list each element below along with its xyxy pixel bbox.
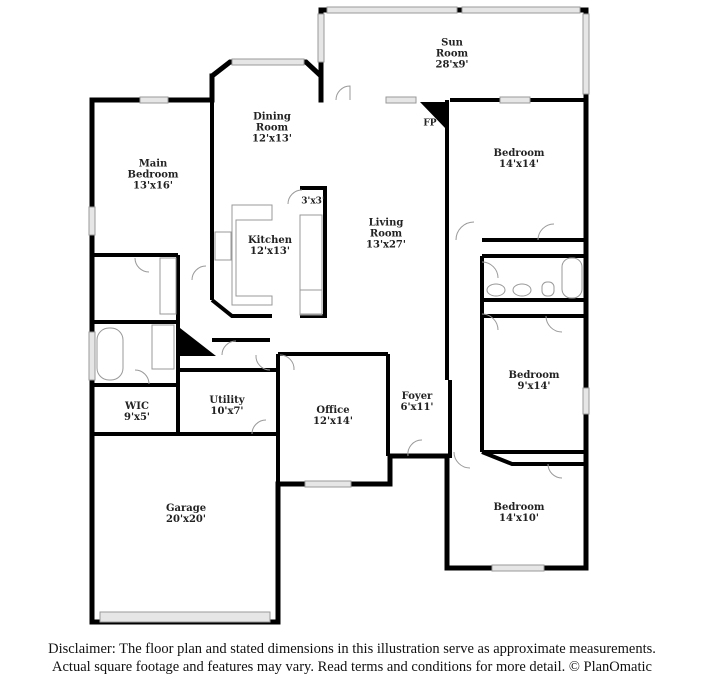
room-name-line: Garage (165, 503, 207, 514)
fireplace-label: FP (423, 119, 436, 130)
room-label-bedroom-3: Bedroom 9'x14' (509, 370, 560, 392)
room-dimensions: 14'x14' (499, 159, 539, 170)
room-dimensions: 6'x11' (400, 402, 434, 413)
room-name-line: Room (369, 228, 403, 240)
room-name-line: Bedroom (508, 370, 560, 381)
room-dimensions: 3'x3' (301, 196, 325, 207)
room-dimensions: 28'x9' (435, 59, 469, 71)
room-name-line: Living (368, 217, 404, 229)
room-name-line: Dining (253, 111, 291, 123)
room-label-bedroom-4: Bedroom 14'x10' (494, 502, 545, 524)
room-name-line: Foyer (401, 391, 433, 402)
room-dimensions: 12'x13' (250, 246, 290, 257)
room-label-wic: WIC 9'x5' (124, 401, 150, 423)
room-label-living-room: Living Room 13'x27' (366, 218, 406, 251)
room-name-line: Office (316, 405, 350, 416)
room-label-utility: Utility 10'x7' (209, 395, 244, 417)
floor-plan-drawing (88, 6, 590, 625)
room-dimensions: 13'x27' (366, 239, 406, 251)
room-name-line: Sun (441, 37, 463, 49)
dining-bay (210, 59, 324, 100)
windows (88, 6, 590, 623)
room-label-bedroom-2: Bedroom 14'x14' (494, 148, 545, 170)
door-swings (134, 85, 563, 479)
room-name-line: Room (255, 122, 289, 134)
disclaimer-line-2: Actual square footage and features may v… (52, 659, 652, 675)
room-dimensions: 12'x13' (252, 133, 292, 145)
room-label-kitchen: Kitchen 12'x13' (248, 235, 292, 257)
room-name-line: Utility (209, 395, 245, 406)
room-dimensions: 20'x20' (166, 514, 206, 525)
room-label-office: Office 12'x14' (313, 405, 353, 427)
room-name-line: Bedroom (493, 148, 545, 159)
room-dimensions: 14'x10' (499, 513, 539, 524)
room-label-pantry: 3'x3' (301, 197, 324, 208)
room-dimensions: 10'x7' (210, 406, 244, 417)
room-label-foyer: Foyer 6'x11' (401, 391, 434, 413)
room-name-line: Main (138, 158, 168, 170)
room-label-garage: Garage 20'x20' (166, 503, 206, 525)
room-name-line: WIC (125, 401, 149, 412)
room-name-line: Bedroom (493, 502, 545, 513)
room-name-line: Kitchen (247, 235, 293, 246)
kitchen-counters (214, 204, 323, 316)
fireplace-text: FP (423, 118, 437, 129)
bath-fixtures (96, 257, 583, 381)
closet-shape (180, 328, 216, 356)
disclaimer: Disclaimer: The floor plan and stated di… (0, 640, 704, 676)
disclaimer-line-1: Disclaimer: The floor plan and stated di… (48, 641, 656, 657)
room-dimensions: 12'x14' (313, 416, 353, 427)
room-label-dining-room: Dining Room 12'x13' (252, 112, 292, 145)
room-label-main-bedroom: Main Bedroom 13'x16' (128, 159, 179, 192)
fireplace-shape (420, 102, 447, 130)
room-name-line: Room (435, 48, 469, 60)
room-dimensions: 9'x14' (517, 381, 551, 392)
room-label-sun-room: Sun Room 28'x9' (436, 38, 469, 71)
room-dimensions: 13'x16' (133, 180, 173, 192)
room-name-line: Bedroom (127, 169, 179, 181)
room-dimensions: 9'x5' (123, 412, 151, 423)
